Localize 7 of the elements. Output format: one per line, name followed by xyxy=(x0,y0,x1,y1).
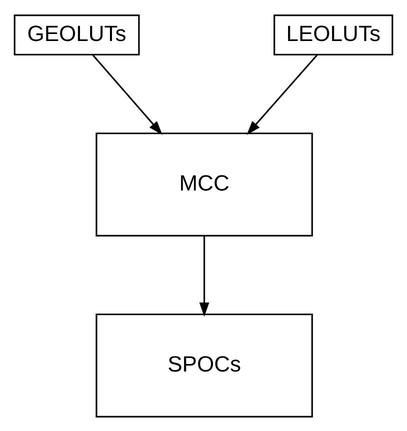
node-box: MCC xyxy=(96,132,313,236)
arrow xyxy=(246,54,318,134)
arrow xyxy=(92,54,162,134)
node-box: SPOCs xyxy=(96,313,313,417)
node-box: LEOLUTs xyxy=(274,14,394,55)
arrow xyxy=(199,236,210,316)
node-box: GEOLUTs xyxy=(14,14,140,55)
